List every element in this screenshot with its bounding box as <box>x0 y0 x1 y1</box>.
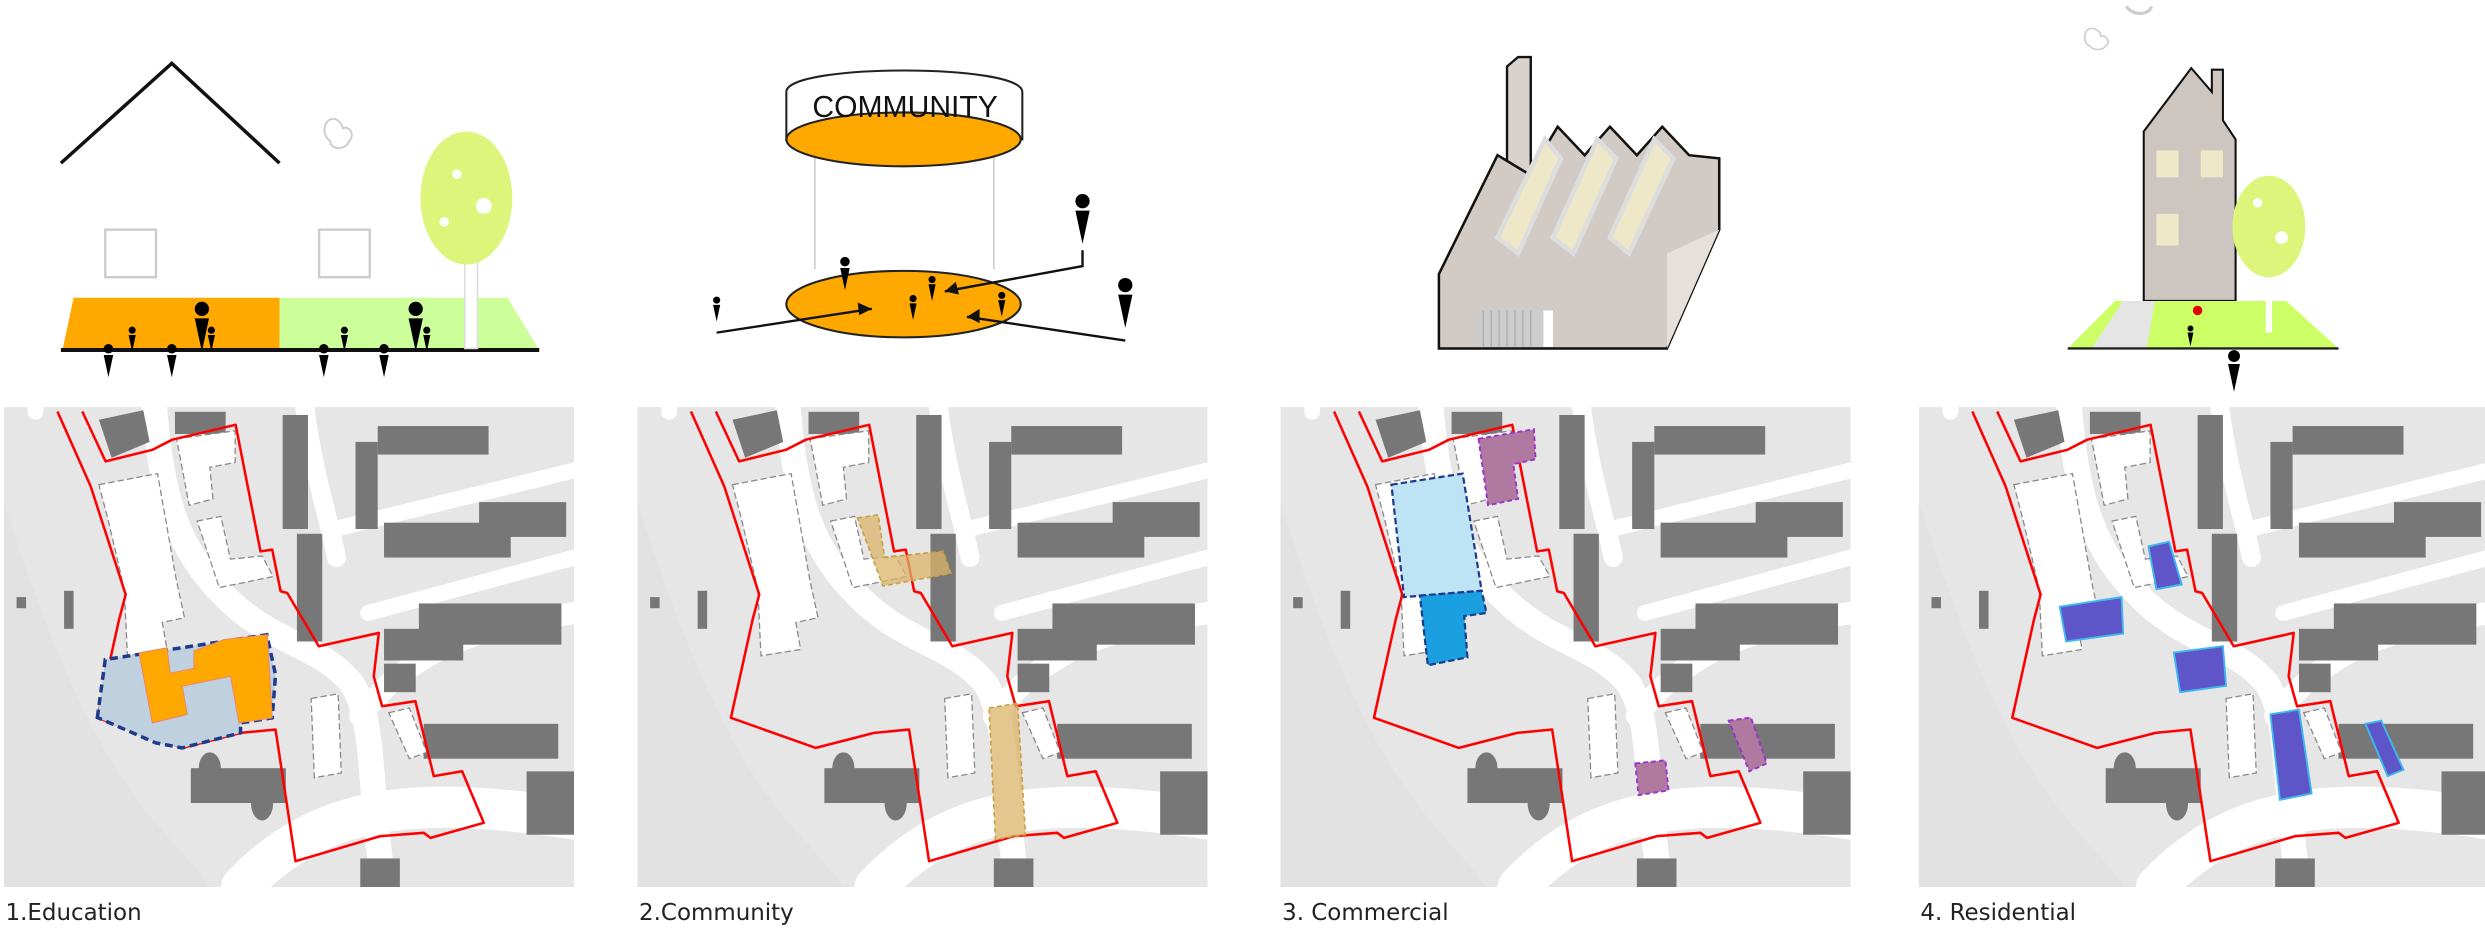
commercial-retail-area <box>1418 589 1488 667</box>
commercial-unit <box>1477 428 1537 507</box>
map-panel-residential <box>1919 407 2485 887</box>
residential-block <box>2058 596 2125 643</box>
panel-label-community: 2.Community <box>639 900 794 926</box>
community-icon: COMMUNITY <box>713 69 1133 342</box>
panel-label-commercial: 3. Commercial <box>1282 900 1448 926</box>
house-icon <box>2067 5 2339 392</box>
residential-block <box>2172 645 2228 694</box>
panel-label-residential: 4. Residential <box>1920 900 2076 926</box>
map-panel-commercial <box>1281 407 1851 887</box>
community-building <box>988 702 1027 841</box>
residential-block <box>2147 540 2183 591</box>
commercial-unit <box>1634 759 1670 797</box>
residential-block <box>2269 708 2313 802</box>
community-sign-text: COMMUNITY <box>812 91 997 124</box>
factory-icon <box>1437 55 1721 350</box>
residential-block <box>2364 719 2405 778</box>
commercial-unit <box>1727 716 1768 773</box>
map-panel-education <box>4 407 574 887</box>
education-building <box>138 634 273 724</box>
panel-label-education: 1.Education <box>5 900 141 926</box>
community-building <box>856 513 953 587</box>
map-panel-community <box>637 407 1207 887</box>
education-icon <box>59 60 540 378</box>
